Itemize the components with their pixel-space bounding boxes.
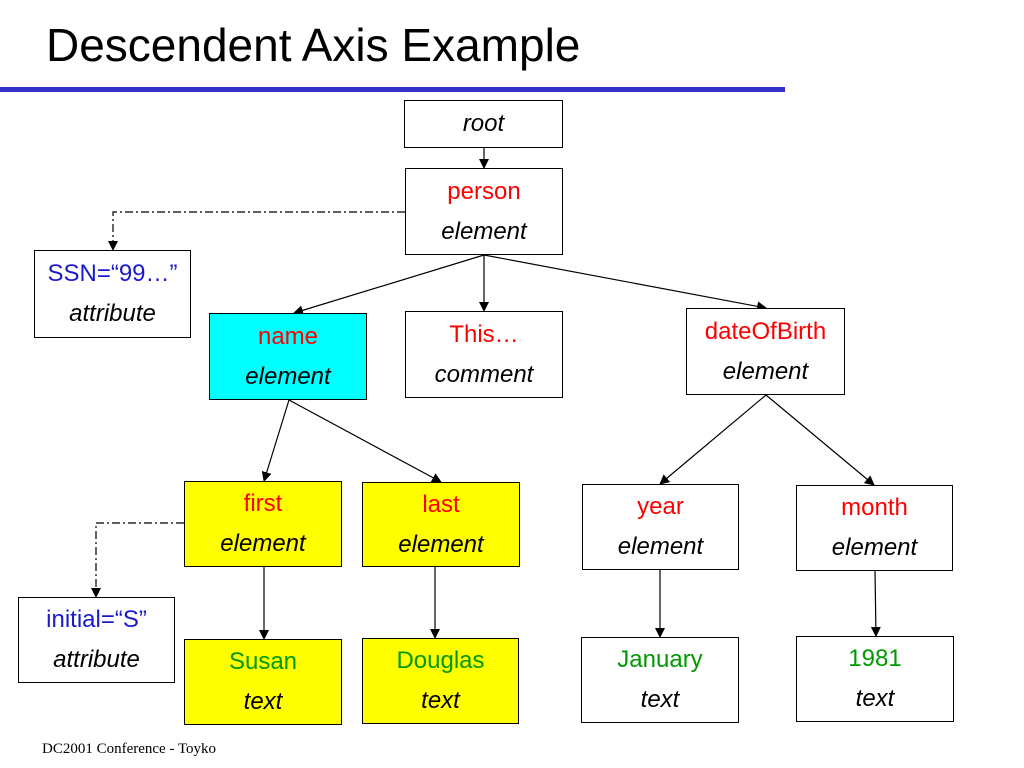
node-name: person — [447, 177, 521, 205]
node-name: initial=“S” — [46, 606, 147, 633]
node-name: dateOfBirth — [704, 317, 827, 345]
edge-dob-year — [659, 394, 767, 485]
node-kind: element — [245, 362, 331, 390]
node-kind: text — [243, 688, 283, 715]
node-kind: root — [462, 110, 505, 137]
edge-person-name — [293, 254, 485, 316]
node-january-text: January text — [581, 637, 739, 723]
node-kind: element — [441, 217, 527, 245]
node-name-element: name element — [209, 313, 367, 400]
node-name: SSN=“99…” — [47, 260, 178, 287]
node-name: Douglas — [396, 647, 485, 674]
node-comment: This… comment — [405, 311, 563, 398]
node-first: first element — [184, 481, 342, 567]
node-douglas-text: Douglas text — [362, 638, 519, 724]
edge-name-first — [261, 399, 290, 482]
node-1981-text: 1981 text — [796, 636, 954, 722]
node-ssn-attribute: SSN=“99…” attribute — [34, 250, 191, 338]
node-dateofbirth: dateOfBirth element — [686, 308, 845, 395]
node-kind: text — [855, 685, 895, 712]
edge-month-1981 — [870, 570, 881, 637]
node-susan-text: Susan text — [184, 639, 342, 725]
node-kind: element — [722, 357, 809, 385]
node-last: last element — [362, 482, 520, 567]
node-name: January — [617, 646, 703, 673]
node-kind: element — [398, 530, 484, 558]
edge-name-last — [288, 399, 442, 483]
node-name: first — [243, 490, 283, 517]
node-kind: text — [640, 686, 680, 713]
node-name: month — [841, 494, 908, 521]
title-underline — [0, 87, 785, 92]
node-name: last — [422, 490, 460, 518]
edge-dob-month — [765, 394, 875, 486]
node-kind: element — [617, 533, 704, 560]
node-month: month element — [796, 485, 953, 571]
slide-footer: DC2001 Conference - Toyko — [42, 741, 217, 757]
edge-first-initial — [91, 522, 184, 598]
edge-person-dob — [483, 254, 767, 312]
slide-title: Descendent Axis Example — [46, 19, 581, 71]
edge-person-ssn — [108, 211, 405, 251]
node-year: year element — [582, 484, 739, 570]
node-name: This… — [449, 320, 519, 348]
node-kind: attribute — [53, 646, 140, 673]
node-kind: element — [831, 534, 918, 561]
node-root: root — [404, 100, 563, 148]
node-name: name — [257, 322, 319, 350]
node-initial-attribute: initial=“S” attribute — [18, 597, 175, 683]
node-name: year — [637, 493, 684, 520]
node-person: person element — [405, 168, 563, 255]
node-kind: text — [421, 687, 460, 714]
node-kind: comment — [434, 360, 534, 388]
node-name: 1981 — [848, 645, 902, 672]
node-kind: element — [220, 530, 306, 557]
node-kind: attribute — [69, 300, 156, 327]
node-name: Susan — [228, 648, 298, 675]
